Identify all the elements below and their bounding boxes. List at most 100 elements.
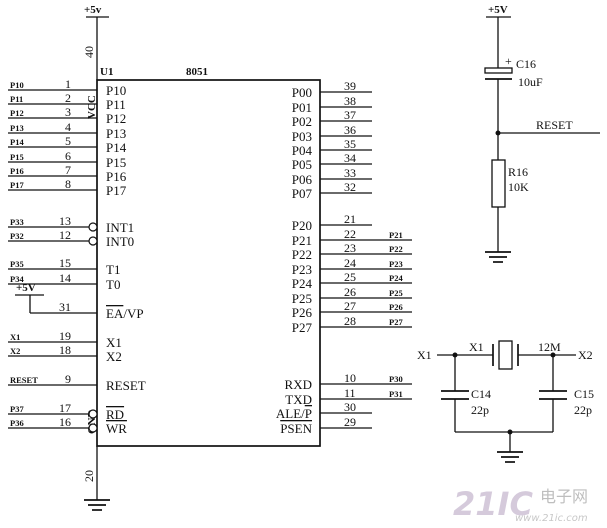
pin-name: P15 bbox=[106, 155, 126, 170]
c16-plate-top bbox=[484, 67, 513, 74]
pin-number: 21 bbox=[344, 212, 356, 226]
pin-name: P16 bbox=[106, 169, 127, 184]
pin-name-part: RXD bbox=[285, 377, 312, 392]
pin-name-part: X2 bbox=[106, 349, 122, 364]
pin-number: 27 bbox=[344, 299, 356, 313]
pin-number: 16 bbox=[59, 415, 71, 429]
crystal-ref: X1 bbox=[469, 340, 484, 354]
net-label: P36 bbox=[10, 418, 24, 428]
c14-ref: C14 bbox=[471, 387, 491, 401]
pin-name: P25 bbox=[292, 291, 312, 306]
net-label: P31 bbox=[389, 389, 403, 399]
pin-name: ALE/P bbox=[276, 406, 312, 421]
pin-number: 31 bbox=[59, 300, 71, 314]
pin-name: INT1 bbox=[106, 220, 134, 235]
watermark-site: www.21ic.com bbox=[515, 513, 588, 524]
right-pin-36: 36 P03 bbox=[292, 123, 372, 144]
net-label: P14 bbox=[10, 137, 24, 147]
pin-name-part: TXD bbox=[285, 392, 312, 407]
pin-name-part: EA bbox=[106, 306, 124, 321]
pin-name-part: /VP bbox=[123, 306, 143, 321]
pin-number: 36 bbox=[344, 123, 356, 137]
pin-number: 34 bbox=[344, 151, 356, 165]
net-label: P33 bbox=[10, 217, 24, 227]
pin-number: 24 bbox=[344, 256, 356, 270]
pin-name: P20 bbox=[292, 218, 312, 233]
reset-net-label: RESET bbox=[536, 118, 573, 132]
crystal-body bbox=[498, 340, 513, 370]
net-label: P23 bbox=[389, 259, 403, 269]
pin-number: 7 bbox=[65, 163, 71, 177]
pin-number: 13 bbox=[59, 214, 71, 228]
pin-name-part: INT1 bbox=[106, 220, 134, 235]
right-pin-22: 22 P21 P21 bbox=[292, 227, 412, 248]
pin-number: 22 bbox=[344, 227, 356, 241]
net-label: P34 bbox=[10, 274, 24, 284]
pin-name-part: INT0 bbox=[106, 234, 134, 249]
pin-name: PSEN bbox=[280, 421, 312, 436]
pin-number: 26 bbox=[344, 285, 356, 299]
net-label: P35 bbox=[10, 259, 24, 269]
vcc-net-label: +5v bbox=[84, 4, 102, 16]
left-pin-14: P34 14 T0 bbox=[8, 271, 120, 292]
net-label: RESET bbox=[10, 375, 38, 385]
pin-name: P23 bbox=[292, 262, 312, 277]
net-label: P22 bbox=[389, 244, 403, 254]
crystal-circuit: X1 X1 12M X2 C14 22p C15 22p bbox=[417, 340, 594, 463]
pin-name-part: P27 bbox=[292, 320, 313, 335]
pin-name-part: RESET bbox=[106, 378, 146, 393]
chip-part: 8051 bbox=[186, 66, 208, 78]
pin-name: P03 bbox=[292, 129, 312, 144]
pin-name: P21 bbox=[292, 233, 312, 248]
pin-name-part: P01 bbox=[292, 100, 312, 115]
pin-number: 28 bbox=[344, 314, 356, 328]
gnd-pin-number: 20 bbox=[82, 470, 96, 482]
reset-circuit: +5V + C16 10uF RESET R16 10K bbox=[484, 4, 600, 263]
net-label: P32 bbox=[10, 231, 24, 241]
pin-number: 39 bbox=[344, 79, 356, 93]
watermark-logo: 21IC 电子网 www.21ic.com bbox=[453, 485, 588, 524]
pin-name-part: P23 bbox=[292, 262, 312, 277]
right-pin-21: 21 P20 bbox=[292, 212, 372, 233]
pin-name: X2 bbox=[106, 349, 122, 364]
pin-name: RXD bbox=[285, 377, 312, 392]
pin-number: 15 bbox=[59, 256, 71, 270]
left-pin-13: P33 13 INT1 bbox=[8, 214, 134, 235]
vcc-pin-label: VCC bbox=[86, 95, 98, 119]
pin-name: X1 bbox=[106, 335, 122, 350]
pin-name-part: P06 bbox=[292, 172, 313, 187]
pin-number: 12 bbox=[59, 228, 71, 242]
pin-name: P12 bbox=[106, 111, 126, 126]
reset-supply-label: +5V bbox=[488, 4, 508, 16]
pin-number: 38 bbox=[344, 94, 356, 108]
net-label: P21 bbox=[389, 230, 403, 240]
left-pin-7: P16 7 P16 bbox=[8, 163, 127, 184]
pin-name-part: PSEN bbox=[280, 421, 312, 436]
net-label: X1 bbox=[10, 332, 20, 342]
pin-name: P06 bbox=[292, 172, 313, 187]
pin-name: T0 bbox=[106, 277, 120, 292]
net-label: P13 bbox=[10, 123, 24, 133]
net-label: P16 bbox=[10, 166, 24, 176]
pin-number: 14 bbox=[59, 271, 71, 285]
net-label: P26 bbox=[389, 302, 403, 312]
pin-name: INT0 bbox=[106, 234, 134, 249]
net-label: P24 bbox=[389, 273, 403, 283]
pin-name-part: P03 bbox=[292, 129, 312, 144]
